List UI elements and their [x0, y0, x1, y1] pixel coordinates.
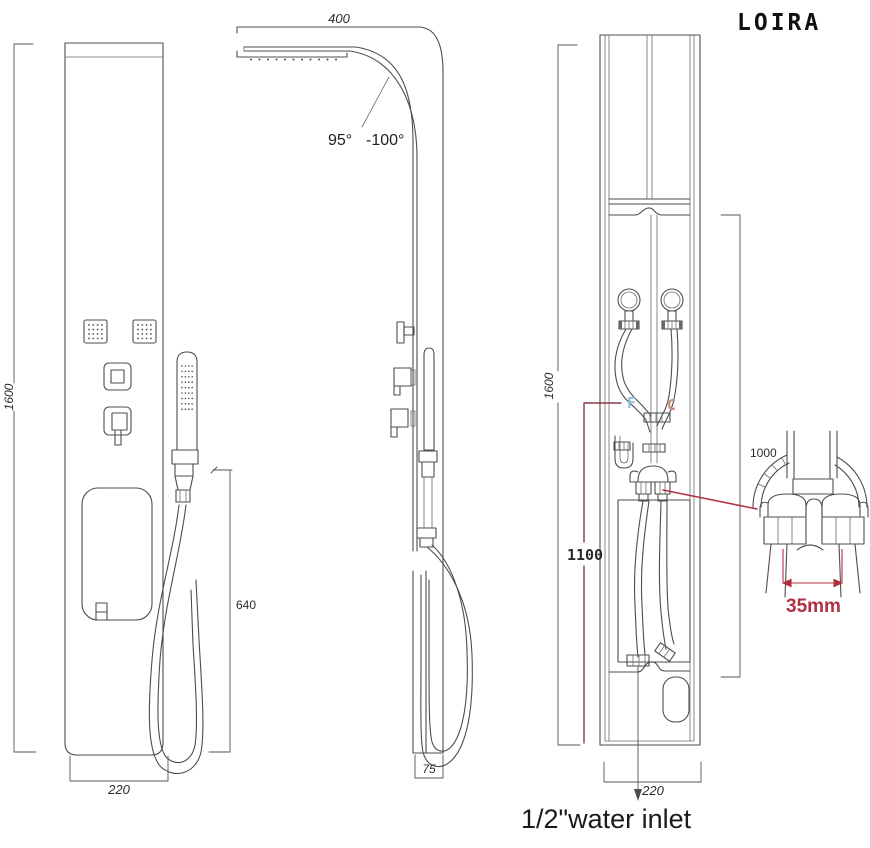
cold-hose — [614, 328, 652, 433]
hot-hose — [656, 328, 679, 430]
detail-leader-line — [662, 489, 758, 510]
side-depth-dim-label: 75 — [422, 762, 436, 776]
front-handset-dim-label: 640 — [236, 598, 256, 612]
angle-min-label: 95° — [328, 132, 352, 149]
lower-compartment — [608, 499, 691, 723]
shower-head-profile — [236, 46, 418, 552]
valve-assembly — [613, 412, 677, 502]
front-width-dimension: 220 — [69, 755, 169, 797]
front-hose-loop — [148, 504, 204, 775]
internal-height-dim-label: 1600 — [542, 372, 556, 399]
inlet-height-dimension: 1100 — [567, 402, 622, 744]
detail-pipes-top — [786, 430, 838, 479]
detail-arch — [752, 454, 868, 508]
panel-outline — [64, 42, 164, 756]
internal-view: 1600 — [521, 34, 777, 834]
detail-view: 35mm — [752, 430, 869, 617]
front-height-dimension: 1600 — [2, 43, 37, 753]
column-lower — [412, 570, 444, 754]
angle-max-label: -100° — [366, 132, 404, 149]
angle-annotation: 95° -100° — [328, 76, 404, 149]
side-hose-loop — [420, 544, 473, 768]
water-inlet-label: 1/2"water inlet — [521, 804, 692, 834]
side-top-dim-label: 400 — [328, 11, 350, 26]
internal-width-dim-label: 220 — [641, 783, 664, 798]
hand-shower-profile — [416, 347, 438, 548]
diverter-knob-upper — [103, 362, 132, 391]
body-jet-left — [83, 319, 108, 344]
cold-supply-ring — [617, 288, 641, 330]
detail-valve-body — [759, 478, 869, 598]
front-height-dim-label: 1600 — [2, 383, 16, 410]
cabinet-outline — [599, 34, 701, 746]
hot-water-label: C — [667, 396, 676, 414]
brand-title: LOIRA — [737, 10, 821, 36]
front-view: 1600 — [2, 42, 256, 797]
side-depth-dimension: 75 — [414, 754, 444, 779]
front-handset-dimension: 640 — [208, 466, 256, 753]
body-jet-right — [132, 319, 157, 344]
inlet-height-dim-label: 1100 — [567, 546, 603, 564]
head-feed-pipe — [608, 34, 691, 464]
head-section-dimension: 1000 — [720, 214, 777, 678]
shelf — [81, 487, 153, 621]
head-section-dim-label: 1000 — [750, 446, 777, 460]
outlet-spacing-dimension: 35mm — [781, 549, 844, 617]
internal-width-dimension: 220 — [603, 761, 702, 798]
outlet-spacing-dim-label: 35mm — [786, 596, 841, 617]
arm-outer-profile — [236, 26, 444, 754]
cold-water-label: F — [627, 394, 636, 412]
mixer-knob-lower — [103, 406, 132, 446]
side-view: 400 95° -100° — [236, 11, 473, 779]
internal-height-dimension: 1600 — [542, 44, 581, 746]
front-width-dim-label: 220 — [107, 782, 130, 797]
hand-shower — [171, 351, 199, 503]
hot-supply-ring — [660, 288, 684, 330]
water-inlet-leader — [634, 665, 642, 801]
side-controls — [390, 321, 416, 438]
